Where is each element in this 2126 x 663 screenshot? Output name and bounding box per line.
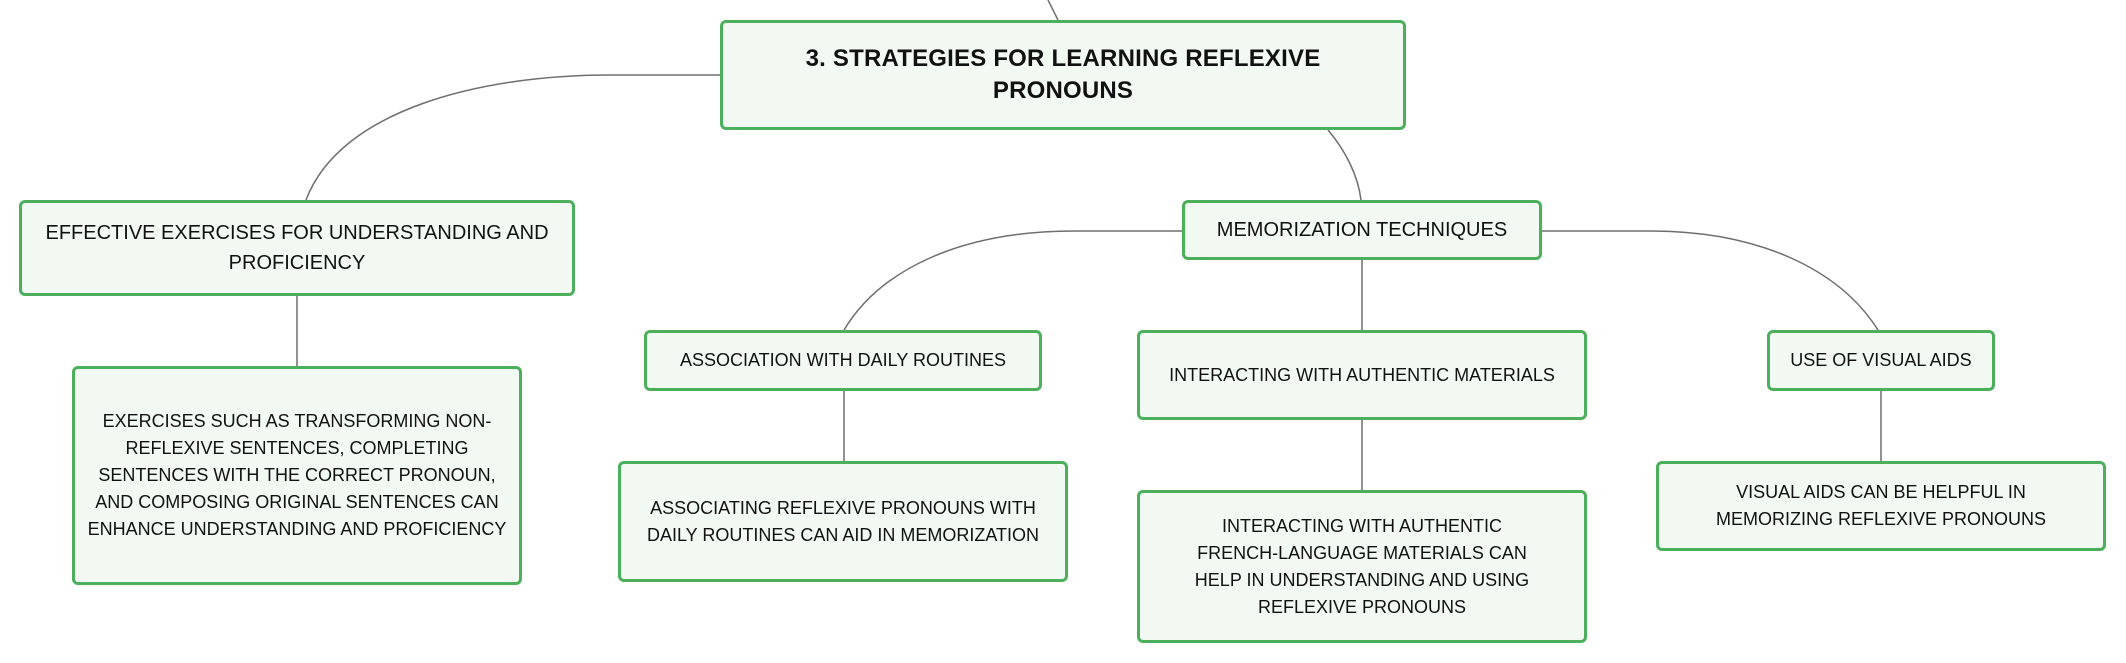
node-effective-exercises[interactable]: EFFECTIVE EXERCISES FOR UNDERSTANDING AN… (19, 200, 575, 296)
node-memorization-techniques[interactable]: MEMORIZATION TECHNIQUES (1182, 200, 1542, 260)
node-exercises-detail[interactable]: EXERCISES SUCH AS TRANSFORMING NON-REFLE… (72, 366, 522, 585)
node-visual-aids-detail[interactable]: VISUAL AIDS CAN BE HELPFUL IN MEMORIZING… (1656, 461, 2106, 551)
node-authentic-materials-label: INTERACTING WITH AUTHENTIC MATERIALS (1169, 364, 1555, 385)
node-daily-routines-detail-label: ASSOCIATING REFLEXIVE PRONOUNS WITH DAIL… (646, 497, 1040, 545)
node-authentic-materials-detail[interactable]: INTERACTING WITH AUTHENTIC FRENCH-LANGUA… (1137, 490, 1587, 643)
root-node[interactable]: 3. STRATEGIES FOR LEARNING REFLEXIVE PRO… (720, 20, 1406, 130)
node-memorization-techniques-label: MEMORIZATION TECHNIQUES (1216, 219, 1508, 241)
node-association-daily-routines-label: ASSOCIATION WITH DAILY ROUTINES (679, 350, 1007, 370)
node-authentic-materials-detail-label: INTERACTING WITH AUTHENTIC FRENCH-LANGUA… (1194, 515, 1530, 617)
node-visual-aids[interactable]: USE OF VISUAL AIDS (1767, 330, 1995, 391)
root-node-label: 3. STRATEGIES FOR LEARNING REFLEXIVE PRO… (805, 45, 1321, 104)
node-authentic-materials[interactable]: INTERACTING WITH AUTHENTIC MATERIALS (1137, 330, 1587, 420)
node-association-daily-routines[interactable]: ASSOCIATION WITH DAILY ROUTINES (644, 330, 1042, 391)
connector-memorization-to-visual-aids (1542, 230, 1879, 331)
node-daily-routines-detail[interactable]: ASSOCIATING REFLEXIVE PRONOUNS WITH DAIL… (618, 461, 1068, 582)
node-visual-aids-label: USE OF VISUAL AIDS (1790, 350, 1972, 370)
connector-memorization-to-daily-routines (843, 230, 1182, 331)
connector-parent-to-root (1047, 0, 1059, 21)
node-effective-exercises-label: EFFECTIVE EXERCISES FOR UNDERSTANDING AN… (45, 222, 549, 274)
connector-root-to-exercises (305, 74, 720, 201)
connector-root-to-memorization (1327, 129, 1362, 201)
node-visual-aids-detail-label: VISUAL AIDS CAN BE HELPFUL IN MEMORIZING… (1715, 482, 2047, 529)
node-exercises-detail-label: EXERCISES SUCH AS TRANSFORMING NON-REFLE… (87, 411, 507, 539)
